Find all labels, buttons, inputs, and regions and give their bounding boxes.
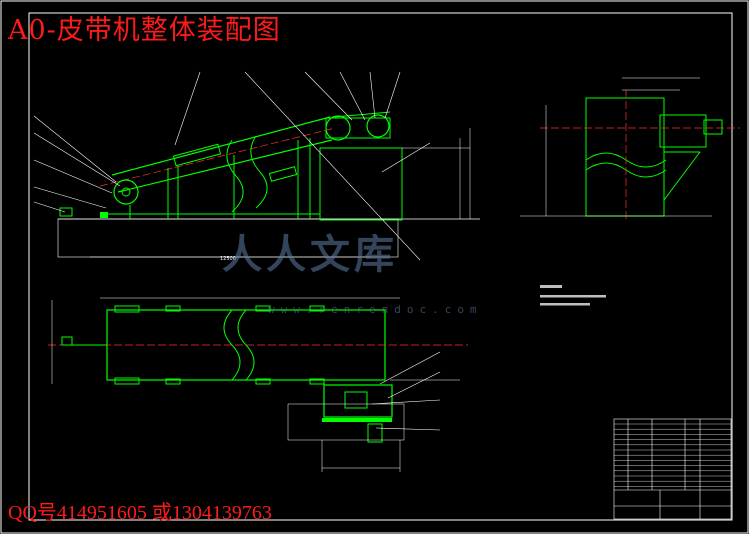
title-block [613,418,732,520]
side-motor [703,119,723,135]
plan-view [48,297,468,472]
belt-top-line [111,116,331,176]
contact-footer: QQ号414951605 或1304139763 [8,502,272,524]
front-elevation-view: 12500 [33,71,480,262]
drawing-title: A0-皮带机整体装配图 [8,15,281,46]
parts-list-rows [614,423,731,487]
plan-motor [367,423,383,443]
break-line [226,139,244,213]
belt-centerline [99,127,336,187]
inner-frame [28,12,733,521]
side-drive [659,114,707,148]
side-view [520,77,740,220]
tail-pulley-hub [121,187,131,197]
tail-pulley [113,179,139,205]
drive-pulley [366,114,390,138]
belt-bottom-line [117,139,333,193]
watermark-text: 人人文库 [222,232,398,278]
drive-housing [319,147,403,221]
technical-notes [540,285,606,306]
side-frame [585,97,665,217]
head-pulley [325,115,351,141]
plan-drive-assembly [323,384,393,418]
svg-text:12500: 12500 [220,256,236,262]
drive-assembly [325,117,391,139]
watermark-url: www.renrendoc.com [268,303,483,316]
